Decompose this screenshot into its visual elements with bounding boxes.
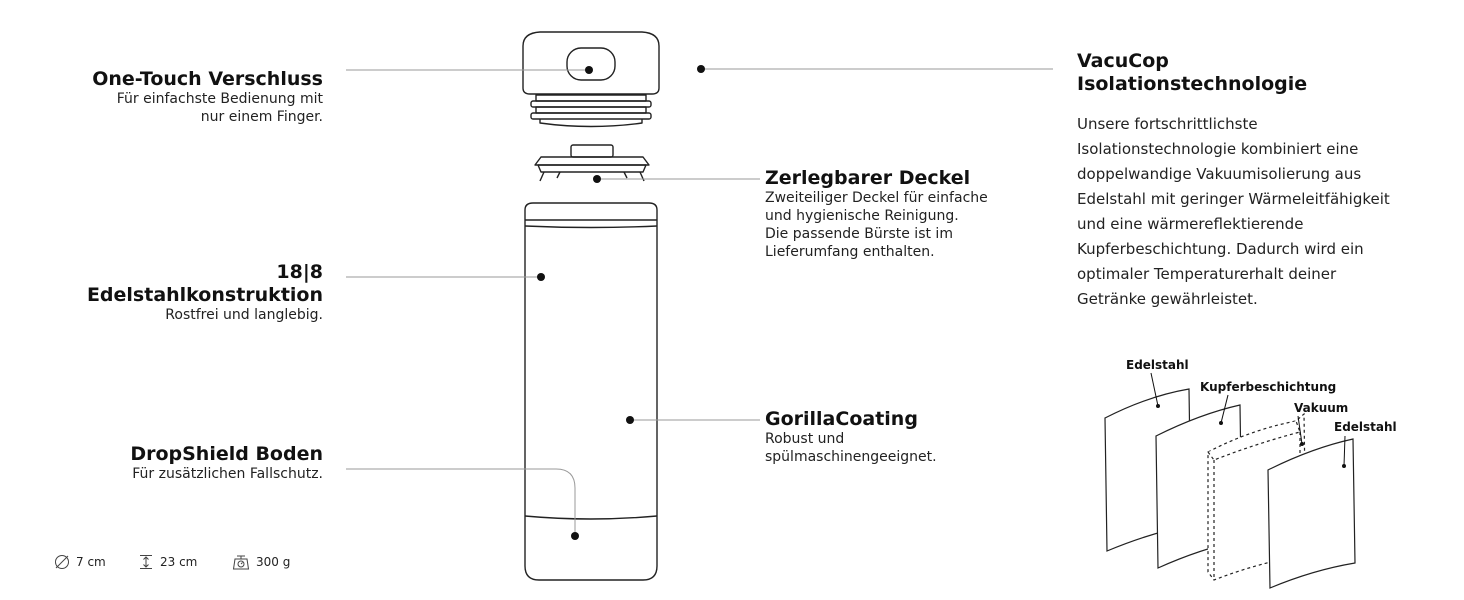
layer-label-kupfer: Kupferbeschichtung: [1200, 380, 1337, 394]
cap-drawing: [522, 31, 660, 128]
spec-height: 23 cm: [138, 554, 197, 570]
bottle-body-drawing: [524, 202, 658, 581]
vacucop-description: Unsere fortschrittlichste Isolationstech…: [1077, 112, 1417, 312]
spec-diameter: 7 cm: [54, 554, 106, 570]
callout-edelstahl: 18|8 Edelstahlkonstruktion Rostfrei und …: [63, 261, 323, 325]
callout-desc-line: Lieferumfang enthalten.: [765, 243, 935, 260]
spec-value: 7 cm: [76, 555, 106, 569]
callout-one-touch: One-Touch Verschluss Für einfachste Bedi…: [63, 68, 323, 127]
callout-desc-line: doppelwandige Vakuumisolierung aus: [1077, 164, 1362, 183]
spec-value: 23 cm: [160, 555, 198, 569]
callout-desc-line: Zweiteiliger Deckel für einfache: [765, 189, 988, 206]
callout-desc-line: optimaler Temperaturerhalt deiner: [1077, 264, 1337, 283]
callout-desc-line: und hygienische Reinigung.: [765, 207, 959, 224]
leader-lines: [346, 68, 1053, 536]
spec-value: 300 g: [256, 555, 291, 569]
callout-desc-line: Für zusätzlichen Fallschutz.: [132, 465, 323, 482]
diameter-icon: [55, 555, 69, 569]
callout-title: GorillaCoating: [765, 408, 918, 430]
callout-desc-line: Rostfrei und langlebig.: [165, 306, 323, 323]
callout-desc-line: und eine wärmereflektierende: [1077, 214, 1304, 233]
callout-title: VacuCop: [1077, 50, 1169, 72]
callout-title: Isolationstechnologie: [1077, 72, 1308, 95]
callout-title: 18|8: [276, 261, 323, 283]
scale-icon: [232, 555, 250, 570]
callout-desc-line: Für einfachste Bedienung mit: [116, 90, 323, 107]
callout-desc-line: nur einem Finger.: [200, 108, 323, 125]
callout-vacucop: VacuCop Isolationstechnologie Unsere for…: [1077, 50, 1417, 312]
layer-label-vakuum: Vakuum: [1294, 401, 1349, 415]
callout-gorilla: GorillaCoating Robust und spülmaschineng…: [765, 408, 1035, 467]
callout-deckel: Zerlegbarer Deckel Zweiteiliger Deckel f…: [765, 167, 1035, 261]
callout-title: Zerlegbarer Deckel: [765, 167, 971, 189]
callout-title: One-Touch Verschluss: [92, 68, 323, 90]
callout-desc-line: Robust und: [765, 430, 845, 447]
layer-label-edelstahl-inner: Edelstahl: [1334, 420, 1397, 434]
callout-desc-line: Getränke gewährleistet.: [1077, 289, 1258, 308]
callout-desc-line: Edelstahl mit geringer Wärmeleitfähigkei…: [1077, 189, 1390, 208]
insulation-layers-drawing: [1104, 388, 1356, 589]
callout-title: DropShield Boden: [130, 443, 323, 465]
height-icon: [140, 555, 152, 569]
layer-pointers: [1150, 372, 1346, 467]
spec-weight: 300 g: [232, 554, 290, 570]
callout-desc-line: Die passende Bürste ist im: [765, 225, 953, 242]
layer-label-edelstahl-outer: Edelstahl: [1126, 358, 1189, 372]
lid-drawing: [534, 144, 650, 182]
callout-desc-line: Kupferbeschichtung. Dadurch wird ein: [1077, 239, 1364, 258]
callout-desc-line: Unsere fortschrittlichste: [1077, 114, 1258, 133]
layer-pointer-dots: [1156, 404, 1346, 468]
callout-desc-line: spülmaschinengeeignet.: [765, 448, 937, 465]
callout-title: Edelstahlkonstruktion: [86, 283, 323, 306]
callout-dots: [537, 65, 705, 540]
callout-desc-line: Isolationstechnologie kombiniert eine: [1077, 139, 1359, 158]
callout-dropshield: DropShield Boden Für zusätzlichen Fallsc…: [63, 443, 323, 484]
